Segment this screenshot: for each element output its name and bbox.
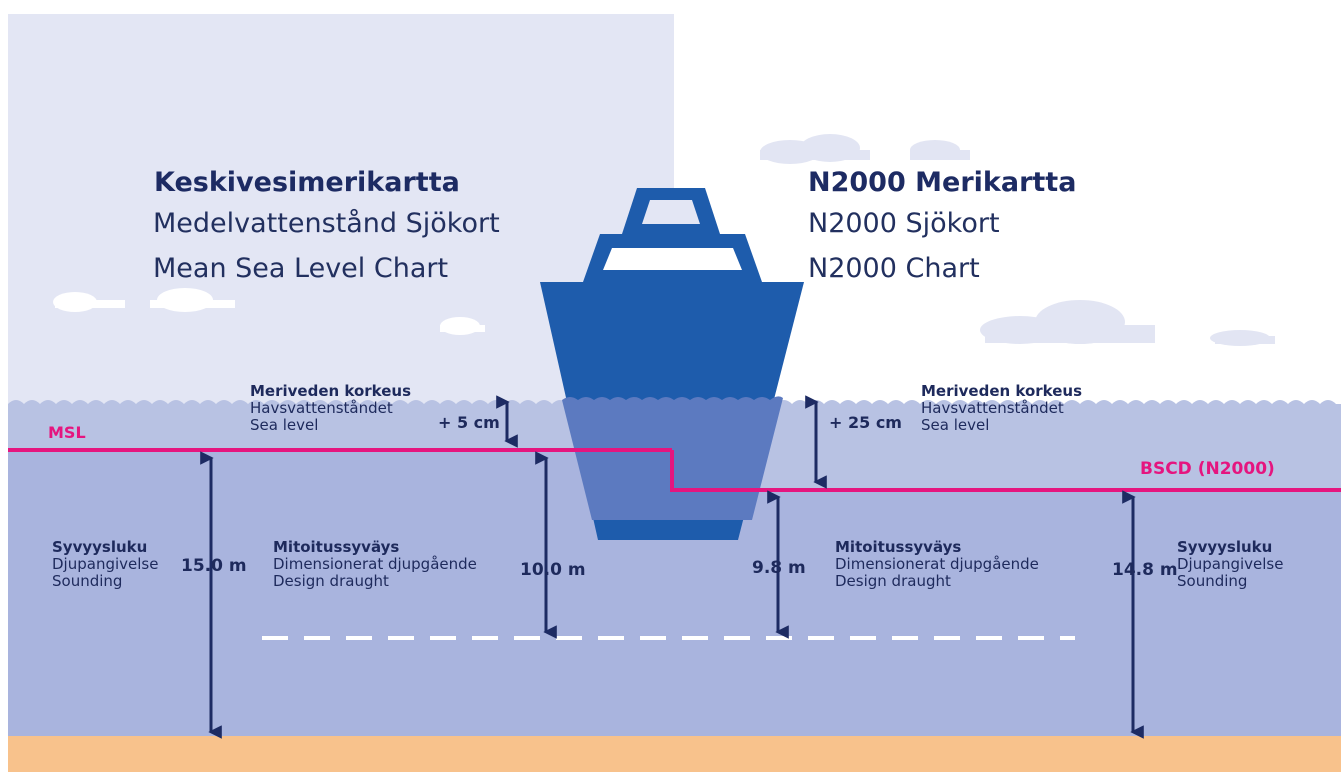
right-sea-level-value: + 25 cm — [829, 413, 902, 432]
water-below-reference — [8, 450, 1341, 736]
right-sounding-sv: Djupangivelse — [1177, 555, 1284, 573]
left-draught-sv: Dimensionerat djupgående — [273, 555, 477, 573]
left-title: Keskivesimerikartta — [154, 167, 460, 198]
left-sea-level-value: + 5 cm — [438, 413, 500, 432]
right-title: N2000 Merikartta — [808, 167, 1077, 198]
left-draught-fi: Mitoitussyväys — [273, 538, 400, 556]
right-sounding-label: Syvyysluku Djupangivelse Sounding — [1177, 539, 1283, 590]
right-sounding-value: 14.8 m — [1112, 560, 1178, 580]
right-sea-level-label: Meriveden korkeus Havsvattenståndet Sea … — [921, 383, 1082, 434]
left-draught-en: Design draught — [273, 572, 389, 590]
left-sounding-label: Syvyysluku Djupangivelse Sounding — [52, 539, 158, 590]
right-draught-value: 9.8 m — [752, 558, 806, 578]
cloud-icon — [53, 288, 485, 335]
left-draught-label: Mitoitussyväys Dimensionerat djupgående … — [273, 539, 477, 590]
seabed — [8, 736, 1341, 772]
right-subtitle-sv: N2000 Sjökort — [808, 208, 1000, 239]
left-subtitle-en: Mean Sea Level Chart — [153, 253, 449, 284]
left-draught-value: 10.0 m — [520, 560, 586, 580]
right-sea-level-sv: Havsvattenståndet — [921, 399, 1064, 417]
right-draught-en: Design draught — [835, 572, 951, 590]
bscd-label: BSCD (N2000) — [1140, 459, 1275, 479]
right-sounding-en: Sounding — [1177, 572, 1248, 590]
left-sounding-value: 15.0 m — [181, 556, 247, 576]
right-sounding-fi: Syvyysluku — [1177, 538, 1273, 556]
left-subtitle-sv: Medelvattenstånd Sjökort — [153, 208, 500, 239]
left-sea-level-label: Meriveden korkeus Havsvattenståndet Sea … — [250, 383, 411, 434]
right-draught-label: Mitoitussyväys Dimensionerat djupgående … — [835, 539, 1039, 590]
cloud-icon — [760, 134, 1275, 346]
left-sounding-fi: Syvyysluku — [52, 538, 148, 556]
right-subtitle-en: N2000 Chart — [808, 253, 980, 284]
bscd-reference-line — [670, 450, 1341, 492]
left-sea-level-en: Sea level — [250, 416, 319, 434]
left-sea-level-fi: Meriveden korkeus — [250, 382, 412, 400]
right-draught-fi: Mitoitussyväys — [835, 538, 962, 556]
right-sea-level-fi: Meriveden korkeus — [921, 382, 1083, 400]
left-sounding-sv: Djupangivelse — [52, 555, 159, 573]
left-sounding-en: Sounding — [52, 572, 123, 590]
left-sea-level-sv: Havsvattenståndet — [250, 399, 393, 417]
msl-label: MSL — [48, 423, 86, 442]
right-sea-level-en: Sea level — [921, 416, 990, 434]
right-draught-sv: Dimensionerat djupgående — [835, 555, 1039, 573]
